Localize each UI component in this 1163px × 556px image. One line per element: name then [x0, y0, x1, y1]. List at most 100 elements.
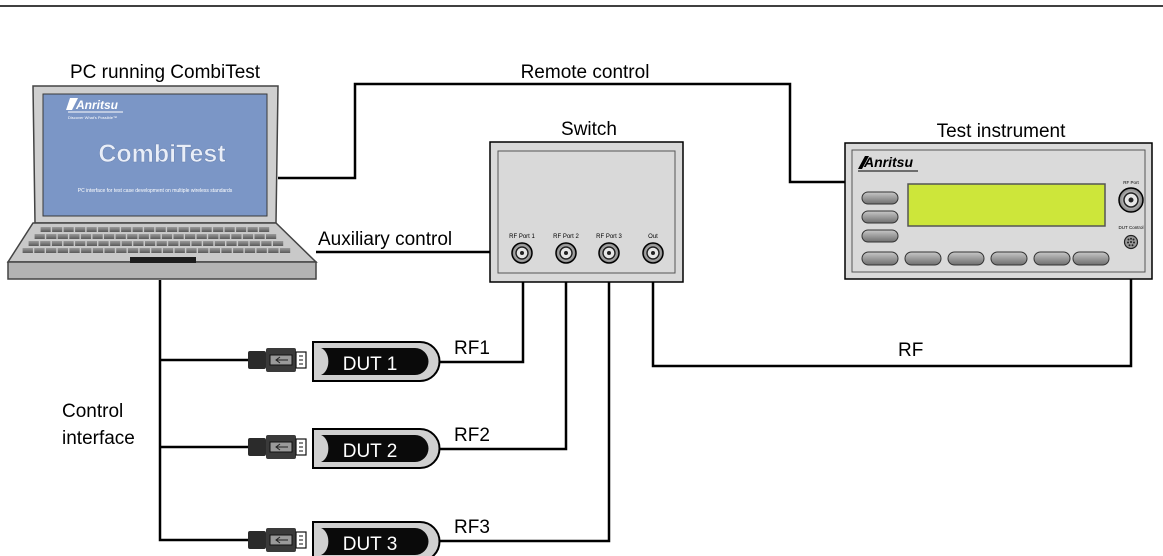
keyboard-key	[219, 234, 230, 239]
keyboard-key	[121, 241, 132, 246]
keyboard-key	[138, 234, 149, 239]
keyboard-key	[231, 234, 242, 239]
rf2-label: RF2	[454, 425, 490, 446]
keyboard-key	[155, 227, 166, 232]
dut-control-label: DUT Control	[1119, 225, 1144, 230]
soft-key-bottom	[861, 251, 899, 266]
keyboard-key	[127, 248, 139, 253]
keyboard-key	[69, 234, 80, 239]
keyboard-keys	[22, 227, 291, 253]
dut-3: DUT 3	[248, 521, 441, 556]
soft-key-bottom	[990, 251, 1028, 266]
screen-product-name: CombiTest	[98, 140, 226, 168]
rf3-label: RF3	[454, 517, 490, 538]
connection-lines	[158, 82, 1133, 543]
keyboard-key	[173, 234, 184, 239]
rf3-line	[440, 263, 611, 543]
keyboard-key	[34, 248, 45, 253]
switch-port-1: RF Port 1	[509, 234, 535, 264]
keyboard-key	[196, 234, 207, 239]
keyboard-key	[80, 234, 92, 239]
keyboard-key	[46, 248, 57, 253]
keyboard-key	[242, 234, 254, 239]
keyboard-key	[273, 241, 284, 246]
keyboard-key	[92, 234, 103, 239]
keyboard-key	[57, 248, 68, 253]
keyboard-key	[261, 241, 272, 246]
keyboard-key	[233, 248, 244, 253]
keyboard-key	[221, 248, 232, 253]
keyboard-key	[208, 234, 219, 239]
keyboard-key	[144, 227, 155, 232]
soft-key-bottom	[1072, 251, 1110, 266]
keyboard-key	[185, 234, 196, 239]
keyboard-key	[179, 241, 191, 246]
dut-label-panel	[321, 348, 429, 375]
switch-label: Switch	[561, 119, 617, 140]
switch-port-3: RF Port 3	[596, 234, 622, 264]
keyboard-key	[224, 227, 235, 232]
instrument-label: Test instrument	[937, 121, 1067, 142]
screen-subtitle: PC interface for test case development o…	[78, 188, 233, 194]
rf-line	[651, 204, 1133, 368]
instrument-brand: Anritsu	[863, 154, 913, 170]
screen-tagline: Discover What's Possible™	[68, 115, 117, 120]
keyboard-key	[247, 227, 258, 232]
keyboard-key	[167, 227, 178, 232]
keyboard-key	[238, 241, 249, 246]
keyboard-key	[109, 227, 120, 232]
keyboard-key	[191, 241, 202, 246]
keyboard-key	[151, 248, 162, 253]
switch-port-label: RF Port 3	[596, 234, 622, 240]
keyboard-key	[209, 248, 220, 253]
usb-plug-icon	[248, 348, 307, 372]
switch-port-label: Out	[648, 234, 658, 240]
keyboard-key	[86, 241, 97, 246]
remote-control-line	[278, 82, 852, 184]
keyboard-key	[198, 248, 209, 253]
duts: DUT 1 DUT 2	[248, 341, 441, 556]
soft-key-bottom	[947, 251, 985, 266]
switch-port-label: RF Port 2	[553, 234, 579, 240]
remote-control-label: Remote control	[521, 62, 650, 83]
anritsu-logo-icon	[858, 156, 869, 169]
keyboard-key	[115, 234, 126, 239]
keyboard-key	[132, 227, 143, 232]
keyboard-key	[145, 241, 156, 246]
keyboard-key	[86, 227, 97, 232]
keyboard-key	[186, 248, 197, 253]
keyboard-key	[178, 227, 189, 232]
dut-label: DUT 3	[343, 534, 398, 555]
soft-key-left	[861, 229, 899, 243]
anritsu-logo-mark	[66, 98, 78, 110]
keyboard-key	[190, 227, 201, 232]
keyboard-key	[75, 227, 86, 232]
rf1-label: RF1	[454, 338, 490, 359]
keyboard-key	[28, 241, 39, 246]
keyboard-key	[121, 227, 132, 232]
soft-key-bottom	[904, 251, 942, 266]
keyboard-key	[22, 248, 33, 253]
usb-plug-icon	[248, 435, 307, 459]
keyboard-key	[259, 227, 270, 232]
soft-key-left	[861, 191, 899, 205]
keyboard-key	[174, 248, 185, 253]
soft-key-left	[861, 210, 899, 224]
keyboard-key	[139, 248, 150, 253]
keyboard-key	[52, 227, 63, 232]
laptop-screen-content: Anritsu Discover What's Possible™ CombiT…	[66, 98, 233, 194]
keyboard-key	[236, 227, 247, 232]
keyboard-key	[57, 234, 68, 239]
keyboard-key	[34, 234, 45, 239]
keyboard-key	[69, 248, 80, 253]
dut-1: DUT 1	[248, 341, 441, 382]
switch-port-out: Out	[642, 234, 664, 264]
keyboard-key	[51, 241, 63, 246]
keyboard-key	[201, 227, 212, 232]
instrument-display	[907, 183, 1106, 227]
keyboard-key	[249, 241, 260, 246]
keyboard-key	[98, 227, 109, 232]
rf2-line	[440, 263, 568, 451]
keyboard-key	[116, 248, 127, 253]
